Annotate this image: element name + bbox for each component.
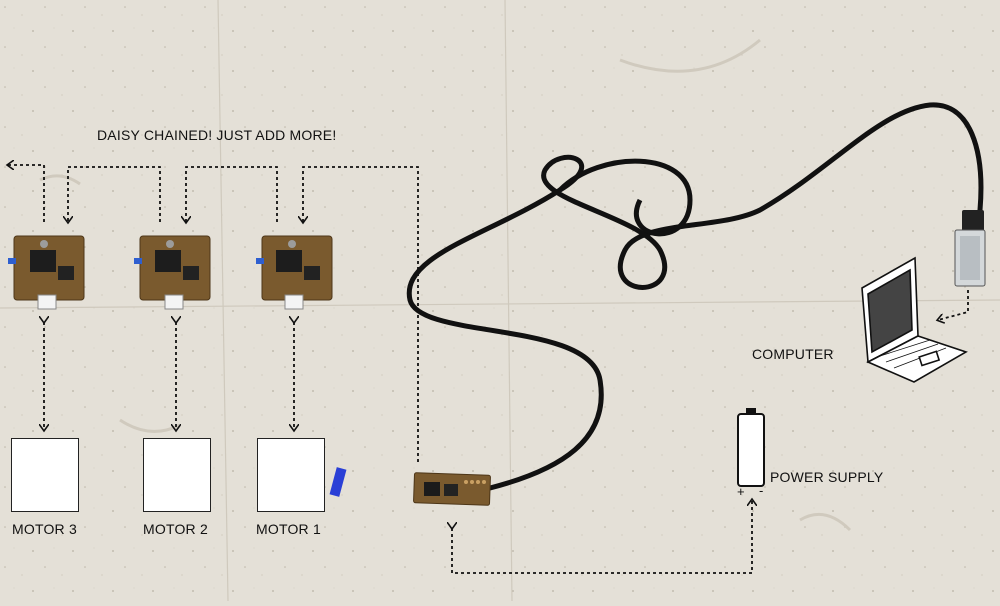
motor-3-label: MOTOR 3 <box>12 521 77 537</box>
vertical-motor-arrows <box>44 322 294 430</box>
interface-board <box>413 472 491 506</box>
motor-3-box <box>11 438 79 512</box>
floor-marks <box>39 38 852 532</box>
battery-icon <box>737 408 765 487</box>
power-supply-label: POWER SUPPLY <box>770 469 884 485</box>
chain-arrow-motor2-to-motor3 <box>68 166 161 222</box>
controller-board-3 <box>8 235 85 310</box>
power-arrow <box>452 500 752 574</box>
motor-2-label: MOTOR 2 <box>143 521 208 537</box>
computer-label: COMPUTER <box>752 346 834 362</box>
controller-board-1 <box>256 235 333 310</box>
usb-plug <box>954 210 986 287</box>
daisy-chain-arrows <box>8 165 419 462</box>
controller-board-2 <box>134 235 211 310</box>
battery-minus-label: - <box>759 483 764 498</box>
motor-1-box <box>257 438 325 512</box>
motor-1-label: MOTOR 1 <box>256 521 321 537</box>
chain-arrow-out-motor3 <box>8 165 45 222</box>
battery-plus-label: + <box>737 484 745 499</box>
diagram-title: DAISY CHAINED! JUST ADD MORE! <box>97 127 337 143</box>
laptop-icon <box>861 256 968 383</box>
usb-cable-coil <box>558 158 693 237</box>
motor-2-box <box>143 438 211 512</box>
usb-cable <box>406 102 984 491</box>
blue-tape <box>329 467 347 497</box>
arrow-usb-to-computer <box>938 290 969 320</box>
